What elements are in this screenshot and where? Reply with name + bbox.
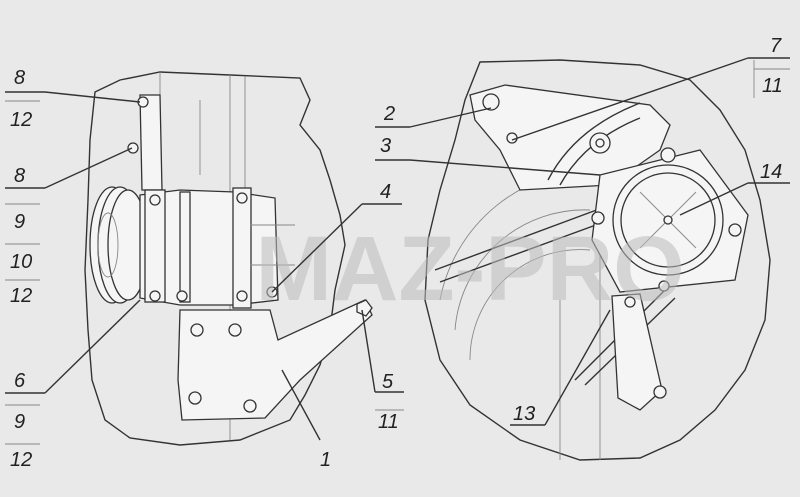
leader-lines: [5, 57, 790, 441]
callout-separators: [5, 60, 790, 445]
left-view: [84, 71, 373, 446]
callout-6: 6: [14, 370, 26, 392]
callout-4: 4: [380, 181, 391, 203]
watermark-text: MAZ-PRO: [255, 218, 684, 320]
callout-8-mid: 8: [14, 165, 25, 187]
callout-12-top: 12: [10, 109, 32, 131]
callout-9-mid: 9: [14, 211, 25, 233]
callout-11-left: 11: [378, 411, 399, 433]
tension-plate: [469, 84, 671, 191]
callout-12-bottom: 12: [10, 449, 32, 471]
lower-bracket: [611, 280, 670, 411]
callout-9-bottom: 9: [14, 411, 25, 433]
right-view: [424, 59, 771, 461]
callout-12-mid: 12: [10, 285, 32, 307]
callout-14: 14: [760, 161, 782, 183]
generator-side: [139, 187, 295, 309]
callout-3: 3: [380, 135, 391, 157]
callout-7: 7: [770, 35, 782, 57]
pulley: [89, 186, 149, 304]
callout-2: 2: [383, 103, 395, 125]
callout-1: 1: [320, 449, 331, 471]
callout-13: 13: [513, 403, 535, 425]
generator-front: [591, 147, 749, 293]
callout-11-right: 11: [762, 75, 783, 97]
callout-8-top: 8: [14, 67, 25, 89]
mounting-bracket: [177, 299, 373, 421]
callout-10: 10: [10, 251, 32, 273]
callout-5: 5: [382, 371, 394, 393]
callout-labels: 8 12 8 9 10 12 6 9 12 4 5 11 1 2 3 7 11 …: [10, 35, 783, 471]
